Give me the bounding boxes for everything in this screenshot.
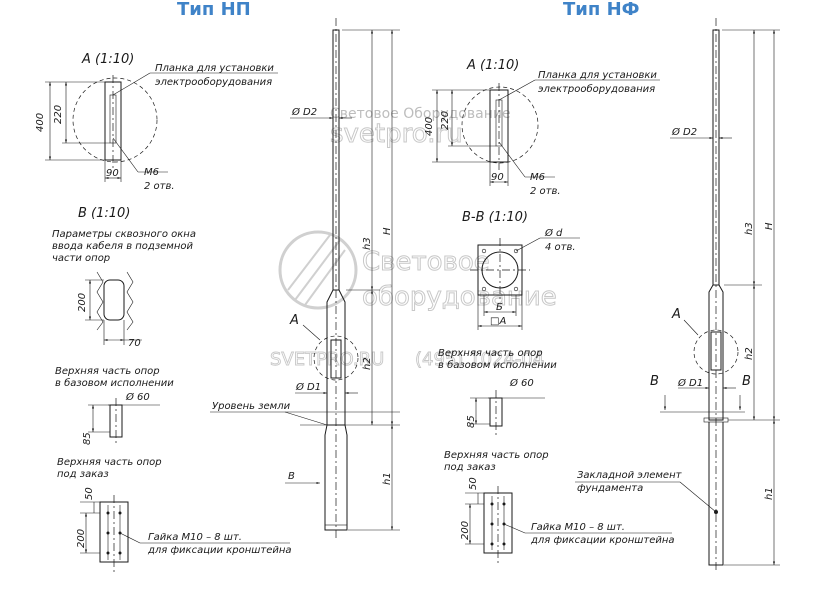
left-m6: М6 [144, 167, 159, 178]
watermark-big2: оборудование [362, 282, 557, 312]
left-dim-85: 85 [82, 432, 93, 445]
right-view-bb-title: В-В (1:10) [462, 210, 528, 225]
right-dim-60: Ø 60 [509, 377, 534, 389]
right-nut2: для фиксации кронштейна [530, 535, 675, 546]
title-nf: Тип НФ [563, 0, 640, 20]
left-pole: Уровень земли Ø D2 Ø D1 А В h3 H h2 h1 [210, 18, 400, 540]
right-dim-400: 400 [424, 117, 435, 136]
right-top-base2: в базовом исполнении [438, 359, 557, 371]
left-view-b: В (1:10) Параметры сквозного окна ввода … [52, 206, 196, 349]
left-top-order: Верхняя часть опор под заказ 50 200 Гайк… [57, 457, 292, 572]
right-holes4: 4 отв. [545, 242, 576, 253]
right-dim-220: 220 [440, 111, 451, 130]
left-top-base: Верхняя часть опор в базовом исполнении … [55, 366, 174, 445]
left-dim-400: 400 [35, 113, 46, 132]
title-np: Тип НП [177, 0, 251, 20]
left-window-text3: части опор [52, 253, 110, 264]
watermark-big1: Световое [362, 247, 490, 277]
left-dim-220: 220 [53, 105, 64, 124]
left-h2: h2 [362, 357, 373, 370]
left-top-order1: Верхняя часть опор [57, 457, 162, 468]
right-d-small: Ø d [544, 227, 563, 239]
left-nut2: для фиксации кронштейна [147, 545, 292, 556]
right-b-dim: Б [496, 302, 503, 313]
left-top-order2: под заказ [57, 469, 109, 480]
right-h2: h2 [744, 347, 755, 360]
right-dim-200: 200 [460, 521, 471, 540]
right-d2: Ø D2 [671, 126, 697, 138]
left-top-base1: Верхняя часть опор [55, 366, 160, 377]
watermark-phone: (495) 1024-04 [415, 349, 544, 370]
right-label-b1: В [650, 374, 659, 389]
left-nut1: Гайка М10 – 8 шт. [148, 532, 242, 543]
right-m6: М6 [530, 172, 545, 183]
right-dim-85: 85 [466, 415, 477, 428]
left-H: H [382, 227, 393, 235]
left-label-a: А [289, 313, 299, 328]
right-plate-label1: Планка для установки [538, 70, 657, 81]
left-top-base2: в базовом исполнении [55, 377, 174, 389]
right-top-order2: под заказ [444, 462, 496, 473]
right-h1: h1 [764, 487, 775, 500]
right-emb1: Закладной элемент [577, 470, 683, 481]
right-label-a: А [671, 307, 681, 322]
left-window-text1: Параметры сквозного окна [52, 229, 196, 240]
left-d1: Ø D1 [295, 381, 321, 393]
right-d1: Ø D1 [677, 377, 703, 389]
watermark: Световое оборудование Световое Оборудова… [270, 106, 558, 370]
right-top-base: Верхняя часть опор в базовом исполнении … [438, 348, 557, 435]
left-dim-200: 200 [77, 293, 88, 312]
left-dim-200b: 200 [76, 529, 87, 548]
left-view-a-title: А (1:10) [81, 52, 134, 67]
right-top-base1: Верхняя часть опор [438, 348, 543, 359]
left-h1: h1 [382, 472, 393, 485]
right-top-order1: Верхняя часть опор [444, 450, 549, 461]
watermark-url: svetpro.ru [330, 119, 463, 149]
right-dim-90: 90 [491, 172, 504, 183]
right-H: H [764, 222, 775, 230]
right-view-a-title: А (1:10) [466, 58, 519, 73]
right-a-dim: □А [490, 316, 506, 327]
left-d2: Ø D2 [291, 106, 317, 118]
right-plate-label2: электрооборудования [538, 83, 655, 95]
left-view-a: А (1:10) 400 220 90 Планка для установки… [35, 52, 278, 192]
left-dim-60: Ø 60 [125, 391, 150, 403]
right-label-b2: В [742, 374, 751, 389]
right-top-order: Верхняя часть опор под заказ 50 200 Гайк… [444, 450, 675, 563]
right-nut1: Гайка М10 – 8 шт. [531, 522, 625, 533]
right-dim-50: 50 [468, 477, 479, 490]
left-window-text2: ввода кабеля в подземной [52, 240, 194, 252]
right-pole: Ø D2 Ø D1 А В В Закладной элемент фундам… [575, 18, 780, 572]
right-view-bb: В-В (1:10) Ø d 4 отв. Б □А [462, 210, 580, 330]
left-dim-50: 50 [84, 487, 95, 500]
right-holes2: 2 отв. [530, 186, 561, 197]
left-plate-label2: электрооборудования [155, 76, 272, 88]
right-view-a: А (1:10) 400 220 90 Планка для установки… [424, 58, 660, 197]
left-dim-90: 90 [106, 168, 119, 179]
right-h3: h3 [744, 222, 755, 235]
left-holes2: 2 отв. [144, 181, 175, 192]
left-label-b: В [288, 471, 295, 482]
left-plate-label1: Планка для установки [155, 63, 274, 74]
left-dim-70: 70 [128, 338, 141, 349]
right-emb2: фундамента [577, 483, 643, 494]
left-ground: Уровень земли [212, 401, 291, 412]
left-view-b-title: В (1:10) [78, 206, 130, 221]
left-h3: h3 [362, 237, 373, 250]
